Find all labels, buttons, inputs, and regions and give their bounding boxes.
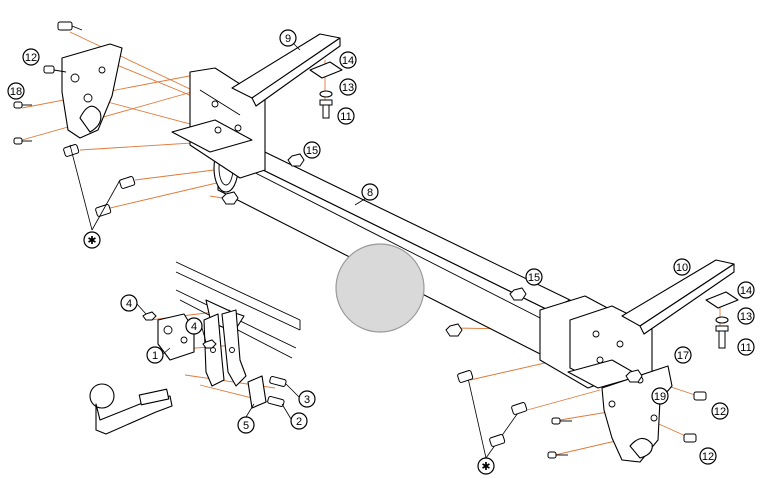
callout-11-left: 11 — [337, 107, 355, 125]
callout-10: 10 — [673, 258, 691, 276]
bolt-icon — [13, 101, 32, 109]
vehicle-mount-brackets — [203, 309, 247, 387]
callout-label: 13 — [740, 311, 752, 323]
callout-label: 10 — [676, 262, 688, 274]
callout-label: 14 — [342, 55, 354, 67]
bolt-icon — [551, 417, 572, 425]
callout-label: 18 — [10, 86, 22, 98]
callout-label: 11 — [740, 342, 751, 354]
right-bolts — [445, 287, 707, 459]
tow-ball-neck — [89, 383, 173, 435]
inset-leader-lines — [136, 303, 300, 420]
callout-label: 5 — [243, 420, 249, 432]
callout-18: 18 — [7, 82, 25, 100]
callout-13-right: 13 — [737, 307, 755, 325]
right-mounting-bracket — [539, 295, 653, 389]
bolt-icon — [511, 402, 528, 415]
callout-label: 14 — [740, 285, 752, 297]
placeholder-disc — [335, 243, 425, 333]
callout-label: 12 — [25, 52, 37, 64]
callout-12-right-lower: 12 — [699, 447, 717, 465]
nut-icon — [287, 153, 305, 167]
nut-icon — [221, 191, 239, 205]
bolt-icon — [683, 433, 697, 443]
callout-label: 15 — [528, 272, 540, 284]
nut-icon — [625, 369, 643, 383]
callout-label: 19 — [654, 391, 666, 403]
nut-icon — [445, 323, 463, 337]
callout-label: 4 — [191, 321, 197, 333]
callout-1: 1 — [146, 346, 164, 364]
callout-15-right: 15 — [525, 268, 543, 286]
left-side-plate — [61, 43, 123, 139]
asterisk-label: ✱ — [481, 461, 490, 473]
bolt-icon — [57, 21, 83, 31]
callout-3: 3 — [298, 390, 316, 408]
callout-label: 17 — [677, 350, 689, 362]
asterisk-mark-left: ✱ — [83, 231, 101, 249]
callout-label: 12 — [702, 451, 714, 463]
callout-2: 2 — [290, 412, 308, 430]
callout-4-left: 4 — [120, 294, 138, 312]
nut-icon — [509, 287, 527, 301]
callout-label: 11 — [340, 111, 351, 123]
callout-label: 3 — [304, 394, 310, 406]
side-arm-left — [231, 33, 341, 107]
callout-label: 9 — [285, 33, 291, 45]
callout-13-left: 13 — [339, 78, 357, 96]
callout-14-right: 14 — [737, 281, 755, 299]
right-top-clamp — [705, 291, 739, 349]
nut-icon — [202, 339, 217, 349]
callout-label: 13 — [342, 82, 354, 94]
callout-label: 12 — [714, 406, 726, 418]
bolt-icon — [457, 370, 474, 383]
callout-11-right: 11 — [737, 338, 755, 356]
bolt-icon — [489, 434, 506, 447]
callout-8: 8 — [361, 183, 379, 201]
callout-label: 2 — [296, 416, 302, 428]
bolt-icon — [547, 451, 568, 459]
callout-label: 1 — [152, 350, 158, 362]
nut-icon — [142, 311, 157, 321]
callout-15-left: 15 — [303, 141, 321, 159]
callout-4-right: 4 — [185, 317, 203, 335]
bolt-icon — [693, 391, 707, 401]
side-arm-right — [621, 259, 735, 335]
callout-19: 19 — [651, 387, 669, 405]
callout-14-left: 14 — [339, 51, 357, 69]
callout-label: 8 — [367, 187, 373, 199]
inset-nuts — [142, 311, 217, 349]
callout-label: 4 — [126, 298, 132, 310]
callout-12-top-left: 12 — [22, 48, 40, 66]
callout-9: 9 — [279, 29, 297, 47]
bolt-icon — [43, 65, 67, 74]
bolt-icon — [119, 176, 136, 189]
ball-mount-socket — [157, 313, 195, 361]
bolt-icon — [13, 137, 32, 145]
inset-plate-and-bolts — [247, 375, 287, 409]
callout-5: 5 — [237, 416, 255, 434]
left-top-clamp — [309, 61, 343, 119]
callout-12-right-upper: 12 — [711, 402, 729, 420]
asterisk-label: ✱ — [87, 235, 96, 247]
callout-17: 17 — [674, 346, 692, 364]
asterisk-mark-right: ✱ — [477, 457, 495, 475]
callout-label: 15 — [306, 145, 318, 157]
